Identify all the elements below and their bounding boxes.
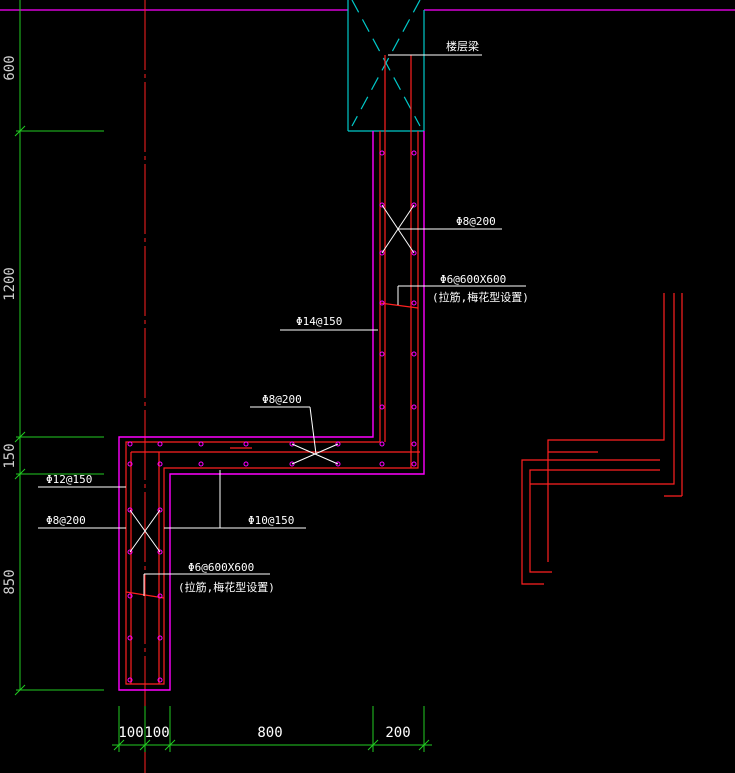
label-mid-stirrup: Φ8@200	[262, 393, 302, 406]
label-upper-stirrup: Φ8@200	[456, 215, 496, 228]
label-upper-long-bar: Φ14@150	[296, 315, 342, 328]
label-upper-tie-note: (拉筋,梅花型设置)	[432, 290, 529, 304]
rebar-detail-sketch	[521, 293, 683, 585]
label-lower-stirrup: Φ8@200	[46, 514, 86, 527]
vertical-dimension-lines	[14, 0, 104, 696]
label-upper-tie: Φ6@600X600	[440, 273, 506, 286]
label-lower-tie-note: (拉筋,梅花型设置)	[178, 580, 275, 594]
leader-lines	[38, 54, 526, 596]
dim-600: 600	[2, 55, 18, 80]
horizontal-dimension-lines	[112, 706, 432, 752]
label-slab-bar: Φ10@150	[248, 514, 294, 527]
label-left-bar: Φ12@150	[46, 473, 92, 486]
dim-850: 850	[2, 569, 18, 594]
label-lower-tie: Φ6@600X600	[188, 561, 254, 574]
dim-150: 150	[2, 443, 18, 468]
dim-100-right: 100	[144, 725, 169, 741]
section-outline	[118, 131, 425, 691]
dim-200: 200	[385, 725, 410, 741]
stirrup-cross-marks	[129, 204, 415, 553]
dim-800: 800	[257, 725, 282, 741]
label-floor-beam: 楼层梁	[446, 39, 479, 53]
dim-1200: 1200	[2, 267, 18, 301]
dim-100-left: 100	[118, 725, 143, 741]
rebar-dots	[127, 150, 417, 683]
floor-beam	[347, 0, 425, 132]
